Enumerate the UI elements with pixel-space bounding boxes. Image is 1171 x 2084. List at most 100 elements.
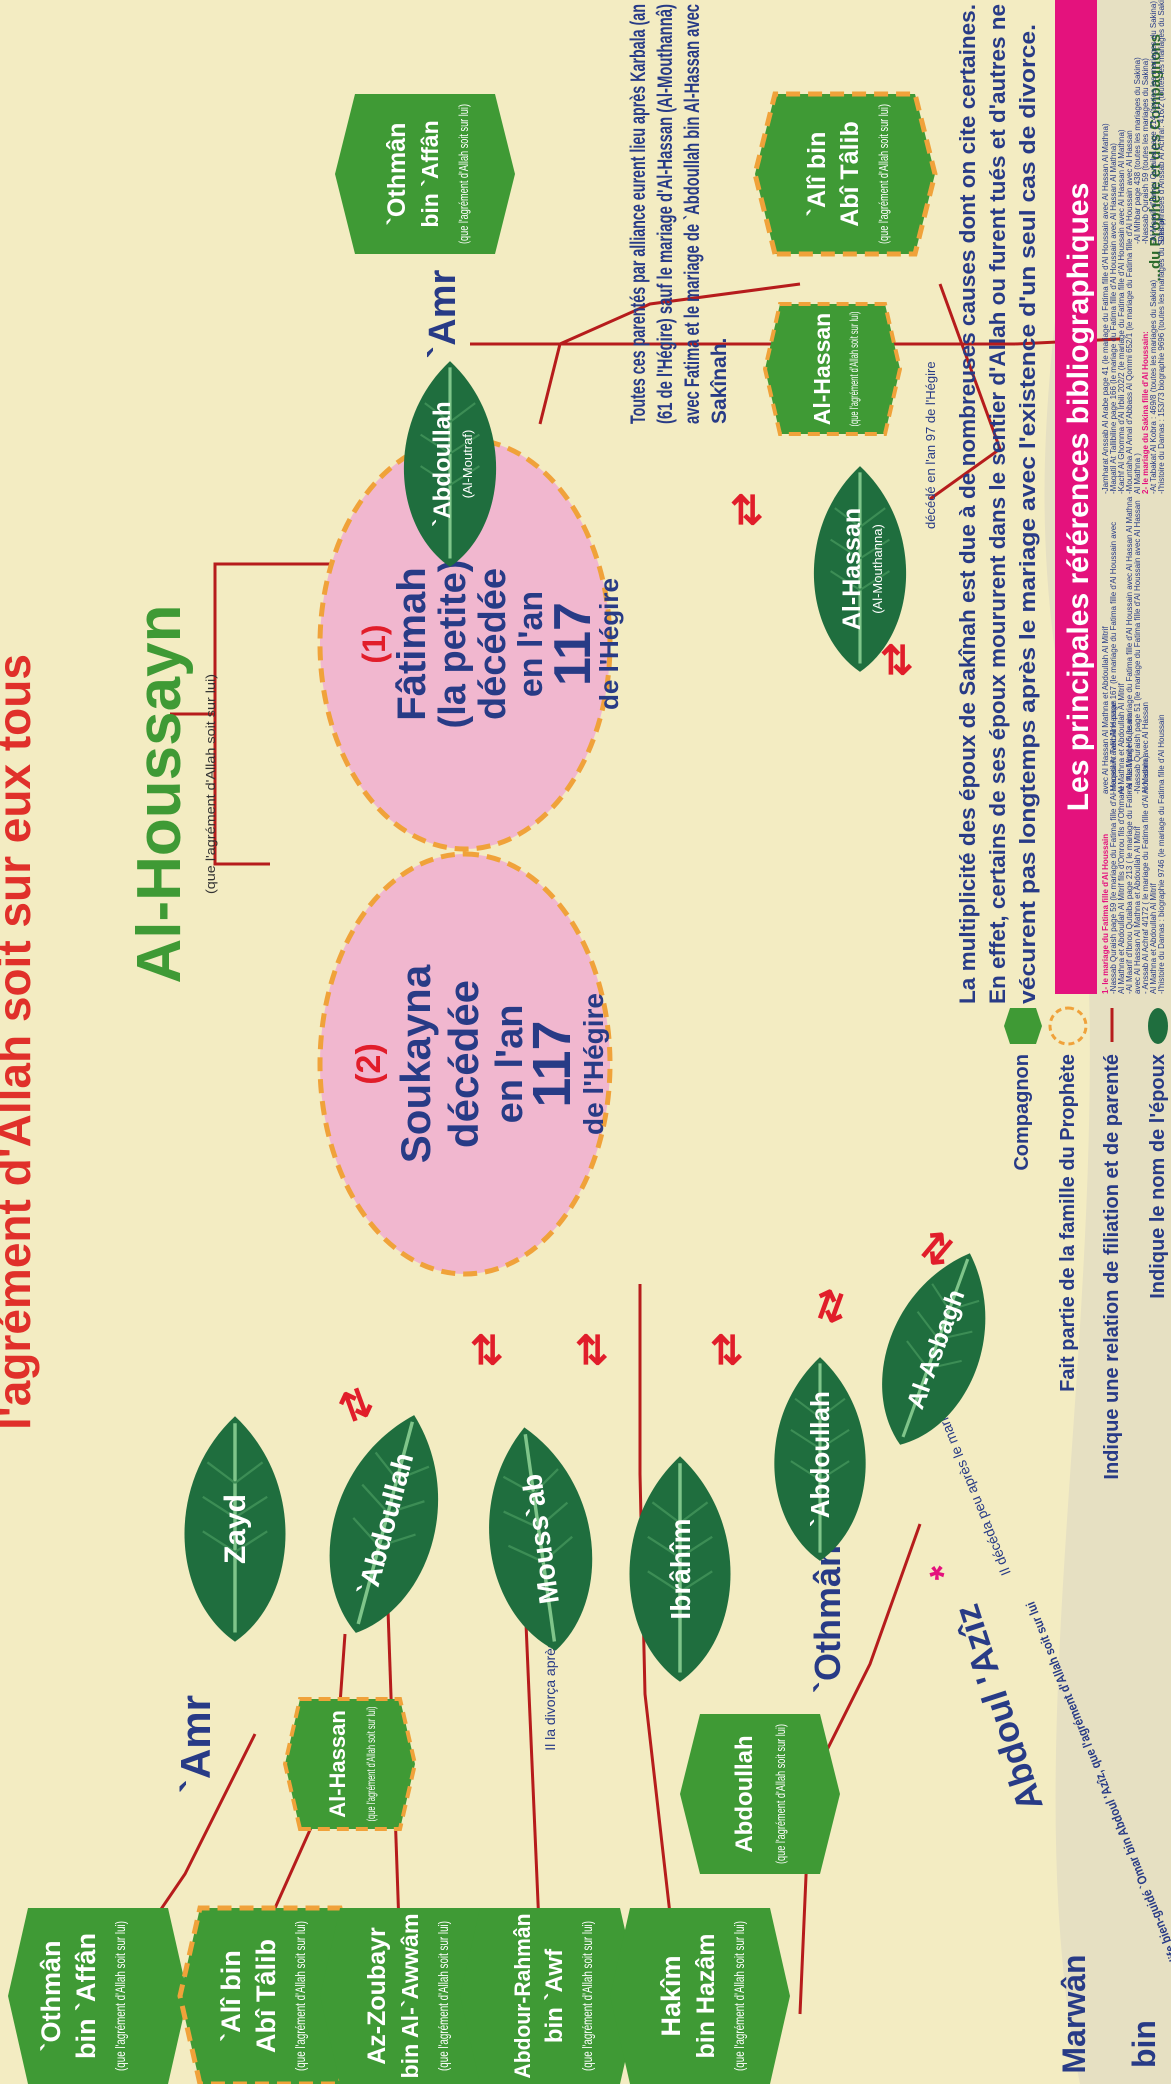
legend-family-text: Fait partie de la famille du Prophète	[1057, 1054, 1079, 1392]
grandfather-zoubayr-l2: bin Al-`Awwâm	[397, 1914, 423, 2079]
grandfather-abdourrahman: Abdour-Rahmân bin `Awf (que l'agrément d…	[460, 1908, 640, 2084]
husband-asbagh: Al-Asbagh	[855, 1236, 1015, 1462]
grandfather-hakim-h: (que l'agrément d'Allah soit sur lui)	[731, 1921, 747, 2071]
grandfather-zoubayr-h: (que l'agrément d'Allah soit sur lui)	[435, 1921, 451, 2071]
root-name: Al-Houssayn	[125, 605, 194, 984]
arrow-mark: ⇅	[730, 489, 764, 533]
refs-left-3: -Al Maarif d'Ibnou Qutaiba page 213 ( le…	[1125, 714, 1134, 994]
refs-right-list: -Jamharat Anssab Al Arabe page 41 (le ma…	[1101, 0, 1166, 494]
husband-zayd-name: Zayd	[219, 1494, 252, 1564]
wife-soukayna-l2: décédée	[440, 980, 487, 1148]
refs-right-4: Al Mathna )	[1133, 453, 1142, 494]
marwan-bin-label: bin	[1126, 2020, 1162, 2068]
intro-line-3: avec Fatima et le mariage de `Abdoullah …	[681, 4, 704, 424]
husband-abdoullah-2: `Abdoullah	[772, 1355, 868, 1563]
header-top-right: ...du Prophète et des Compagnons	[1147, 34, 1164, 282]
wife-fatimah-l6: de l'Hégire	[594, 578, 624, 710]
legend-companion-text: Compagnon	[1011, 1054, 1033, 1171]
husband-moussab: Mouss`ab	[472, 1418, 608, 1660]
legend-relation-text: Indique une relation de filiation et de …	[1101, 1054, 1123, 1480]
refs-right-11: -Al Mihbar page 438 (toutes les mariages…	[1133, 57, 1142, 244]
refs-right-3: -Mountaha Al Amal d'Abbass Al Qommi 652/…	[1125, 130, 1134, 494]
husband-moutraf-sub: (Al-Moutraf)	[460, 430, 475, 499]
arrow-mark: ⇅	[470, 1329, 504, 1373]
right-othman-l1: `Othmân	[383, 123, 411, 226]
summary-line-3: vécurent pas longtemps après le mariage …	[1015, 24, 1040, 1004]
refs-left-13: Al Mathna)	[1141, 755, 1150, 794]
refs-left-1: -Nassab Quraish page 59 (le mariage du F…	[1109, 700, 1118, 994]
grandfather-hakim-l2: bin Hazâm	[692, 1933, 720, 2058]
grandfather-abdourrahman-l1: Abdour-Rahmân	[510, 1914, 535, 2079]
husband-hassan-mouthanna: Al-Hassan (Al-Mouthanna)	[812, 464, 908, 674]
wife-soukayna-num: (2)	[350, 1043, 388, 1085]
husband-abdoullah-2-name: `Abdoullah	[805, 1391, 835, 1527]
refs-right-8: -Nassab Quraish 59 (toutes les mariages …	[1141, 58, 1150, 244]
grandfather-ali-l2: Abî Tâlib	[251, 1939, 281, 2053]
father-hassan-name: Al-Hassan	[325, 1710, 350, 1818]
father-hassan-h: (que l'agrément d'Allah soit sur lui)	[364, 1707, 378, 1822]
refs-right-9: -Al Maarif d'Ibnou Qutaiba page 214 (tou…	[1149, 1, 1158, 244]
arrow-mark: ⇅	[575, 1329, 609, 1373]
refs-right-0: -Jamharat Anssab Al Arabe page 41 (le ma…	[1101, 123, 1110, 494]
grandfather-zoubayr: Az-Zoubayr bin Al-`Awwâm (que l'agrément…	[320, 1908, 500, 2084]
refs-left-2: Al Mathna et Abdoullah Al Mitrif fils d'…	[1117, 785, 1126, 994]
wife-fatimah-l2: (la petite)	[432, 560, 474, 729]
arrow-mark: ⇅	[880, 639, 914, 683]
refs-left-11: - Al Assli page 6 (le mariage du Fatima …	[1125, 496, 1134, 794]
refs-right-7: -l'histoire du Damas : 153/73 biographie…	[1157, 218, 1166, 494]
refs-left-7: -l'histoire du Damas : biographie 9746 (…	[1157, 714, 1166, 994]
arrow-mark: ⇅	[710, 1329, 744, 1373]
summary-line-1: La multiplicité des époux de Sakînah est…	[955, 4, 980, 1004]
right-grandfather-othman: `Othmân bin `Affân (que l'agrément d'All…	[335, 94, 515, 254]
refs-right-2: -Kachf Al Ghomma d'Al Irbili 202/2 (le m…	[1117, 129, 1126, 494]
right-amr: `Amr	[422, 269, 464, 358]
wife-fatimah-year: 117	[544, 602, 602, 686]
wife-soukayna-l3: en l'an	[489, 1005, 531, 1124]
wife-fatimah: (1) Fâtimah (la petite) décédée en l'an …	[317, 436, 624, 852]
grandfather-abdourrahman-l2: bin `Awf	[541, 1948, 568, 2043]
header-title: l'agrément d'Allah soit sur eux tous	[0, 654, 40, 1430]
grandfather-ali-l1: `Alî bin	[216, 1950, 246, 2041]
marwan-label: Marwân	[1056, 1954, 1092, 2073]
wife-soukayna-l5: de l'Hégire	[578, 993, 609, 1135]
wife-soukayna-year: 117	[522, 1020, 582, 1107]
legend: Compagnon Fait partie de la famille du P…	[1004, 1006, 1169, 1480]
husband-abdoullah-1: `Abdoullah	[305, 1400, 465, 1648]
refs-right-5: 2- le mariage du Sakina fille d'Al Houss…	[1141, 331, 1150, 494]
husband-abdoullah-moutraf-name: `Abdoullah	[429, 401, 456, 526]
right-ali-l2: Abî Tâlib	[836, 121, 864, 227]
died-note: décédé en l'an 97 de l'Hégire	[923, 361, 938, 529]
wife-soukayna-name: Soukayna	[392, 964, 439, 1163]
right-father-hassan: Al-Hassan (que l'agrément d'Allah soit s…	[762, 302, 903, 436]
wife-soukayna: (2) Soukayna décédée en l'an 117 de l'Hé…	[317, 851, 613, 1277]
wife-fatimah-name: Fâtimah	[390, 567, 434, 720]
root-houssayn: Al-Houssayn (que l'agrément d'Allah soit…	[125, 605, 218, 984]
grandfather-zoubayr-l1: Az-Zoubayr	[363, 1927, 391, 2065]
refs-left-12: -Nassab Quraish page 51 (le mariage du F…	[1133, 500, 1142, 794]
summary-text: La multiplicité des époux de Sakînah est…	[955, 4, 1040, 1004]
father-amr: `Amr	[172, 1695, 219, 1793]
grandfather-othman-l1: `Othmân	[36, 1941, 66, 2052]
refs-title: Les principales références bibliographiq…	[1062, 183, 1095, 812]
father-abdoullah-name: Abdoullah	[731, 1735, 758, 1852]
husband-ibrahim: Ibrâhîm	[627, 1454, 733, 1684]
husband-ibrahim-name: Ibrâhîm	[665, 1518, 696, 1619]
intro-line-2: (61 de l'Hégire) sauf le mariage d'Al-Ha…	[654, 4, 677, 424]
husband-zayd: Zayd	[182, 1414, 288, 1644]
grandfather-ali: `Alî bin Abî Tâlib (que l'agrément d'All…	[177, 1905, 363, 2084]
father-hassan: Al-Hassan (que l'agrément d'Allah soit s…	[282, 1697, 418, 1831]
grandfather-ali-h: (que l'agrément d'Allah soit sur lui)	[292, 1921, 308, 2071]
right-grandfather-ali: `Alî bin Abî Tâlib (que l'agrément d'All…	[752, 91, 938, 257]
grandfather-hakim-l1: Hakîm	[656, 1955, 686, 2036]
grandfather-othman-h: (que l'agrément d'Allah soit sur lui)	[112, 1921, 128, 2071]
refs-left-6: Al Mathna et Abdoullah Al Mitrif	[1149, 882, 1158, 994]
wife-fatimah-num: (1)	[356, 624, 392, 663]
refs-left-9: -Maqatil At Tallibiline page 167 (le mar…	[1109, 522, 1118, 794]
refs-left-8: avec Al Hassan Al Mathna et Abdoullah Al…	[1101, 626, 1110, 794]
wife-fatimah-l3: décédée	[472, 568, 514, 720]
intro-text: Toutes ces parentés par alliance eurent …	[627, 4, 731, 424]
refs-left-0: 1- le mariage du Fatima fille d'Al Houss…	[1101, 834, 1110, 994]
refs-left-list: 1- le mariage du Fatima fille d'Al Houss…	[1101, 496, 1166, 994]
